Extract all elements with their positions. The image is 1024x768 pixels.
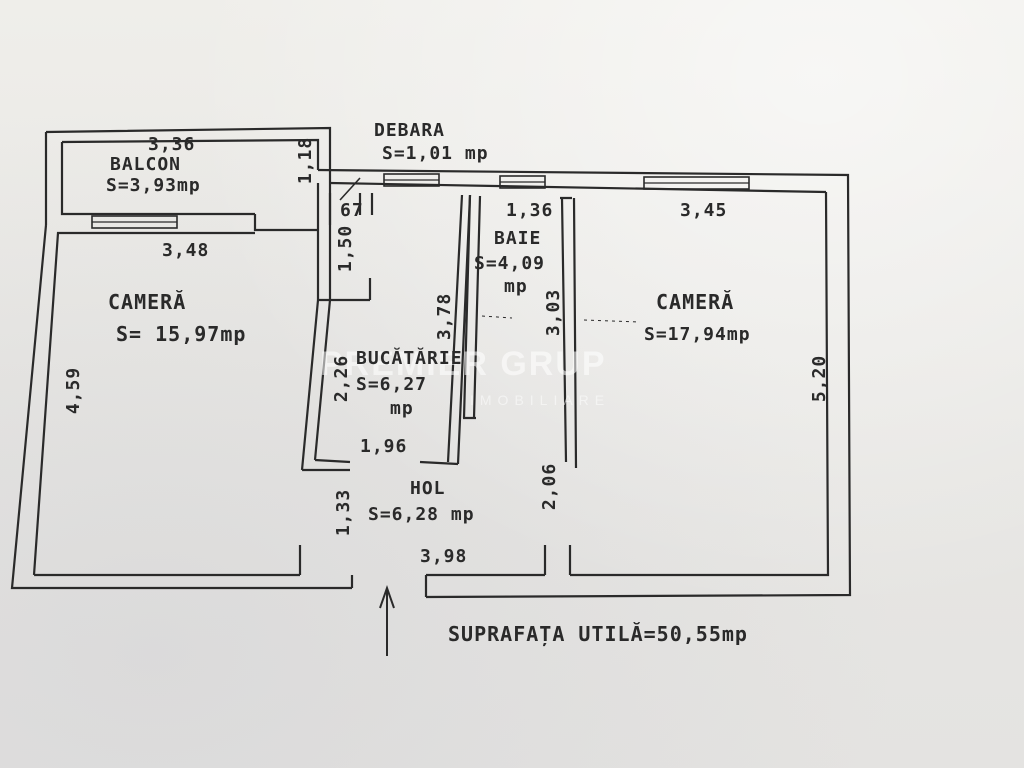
- watermark-subtitle: IMOBILIARE: [470, 392, 611, 408]
- bucatarie-dim-side2: 3,78: [434, 292, 456, 341]
- hol-wall: [350, 545, 572, 597]
- hol-area: S=6,28 mp: [368, 504, 475, 525]
- top-outer-wall: [317, 168, 852, 599]
- bucatarie-wall: [300, 194, 472, 472]
- bucatarie-dim-bottom: 1,96: [360, 436, 408, 457]
- hol-dim-side2: 2,06: [539, 462, 561, 511]
- bucatarie-area-unit: mp: [390, 398, 414, 419]
- camera-left-area: S= 15,97mp: [116, 322, 247, 346]
- baie-area-unit: mp: [504, 276, 528, 297]
- camera-left-dim-side: 4,59: [63, 366, 85, 415]
- balcon-dim-side: 1,18: [295, 136, 317, 185]
- baie-area-value: S=4,09: [474, 253, 546, 274]
- baie-name: BAIE: [494, 228, 542, 249]
- balcon-dim-top: 3,36: [148, 134, 196, 155]
- balcon-wall: [44, 126, 332, 225]
- bucatarie-area-value: S=6,27: [356, 374, 428, 395]
- baie-wall: [462, 194, 578, 469]
- camera-left-dim-top: 3,48: [162, 240, 210, 261]
- camera-right-dim-top: 3,45: [680, 200, 728, 221]
- hol-name: HOL: [410, 478, 446, 499]
- watermark-logo: PREMIER GRUP: [320, 345, 607, 383]
- debara-door: [339, 177, 361, 201]
- camera-right-dim-side: 5,20: [809, 354, 831, 403]
- camera-right-name: CAMERĂ: [656, 290, 735, 314]
- balcon-area: S=3,93mp: [106, 175, 201, 196]
- bucatarie-dim-side: 2,26: [331, 354, 353, 403]
- hol-dim-side: 1,33: [333, 488, 355, 537]
- debara-name: DEBARA: [374, 120, 446, 141]
- camera-left-name: CAMERĂ: [108, 290, 187, 314]
- balcon-name: BALCON: [110, 154, 182, 175]
- baie-dim-side: 3,03: [543, 288, 565, 337]
- bucatarie-name: BUCĂTĂRIE: [356, 348, 463, 369]
- total-usable-area: SUPRAFAȚA UTILĂ=50,55mp: [448, 622, 748, 646]
- camera-left-outer-wall: [10, 214, 352, 590]
- hol-dim-bottom: 3,98: [420, 546, 468, 567]
- camera-right-area: S=17,94mp: [644, 324, 751, 345]
- debara-dim-side: 1,50: [335, 224, 357, 273]
- baie-dim-top: 1,36: [506, 200, 554, 221]
- debara-area: S=1,01 mp: [382, 143, 489, 164]
- debara-dim-small: 67: [340, 200, 364, 221]
- debara-wall: [316, 183, 374, 302]
